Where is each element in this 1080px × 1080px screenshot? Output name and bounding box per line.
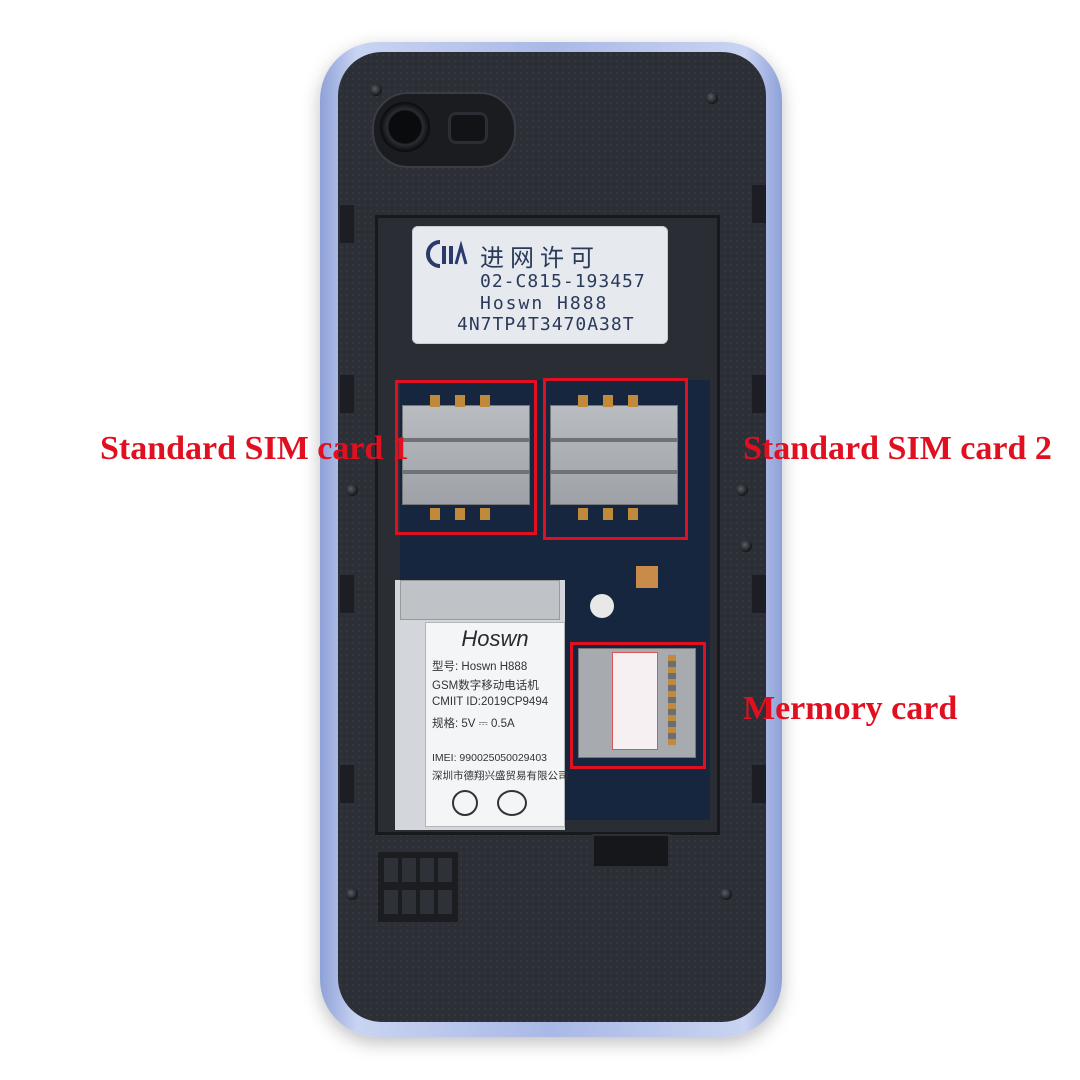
speaker-grille-icon xyxy=(378,852,458,922)
board-mounting-hole xyxy=(590,594,614,618)
cnta-logo-icon xyxy=(426,240,468,268)
sim-contact-pin xyxy=(578,395,588,407)
sim2-highlight-box xyxy=(543,378,688,540)
sim-slot-1 xyxy=(402,405,530,505)
frame-rib xyxy=(340,575,354,613)
module-label xyxy=(425,622,565,827)
screw xyxy=(346,888,358,900)
network-label-code: 02-C815-193457 xyxy=(480,271,646,292)
sim2-label: Standard SIM card 2 xyxy=(743,430,1052,467)
certification-logo-icon xyxy=(452,790,478,816)
module-line-imei: IMEI: 990025050029403 xyxy=(432,752,548,764)
network-label-title: 进网许可 xyxy=(480,244,600,272)
frame-rib xyxy=(752,765,766,803)
frame-rib xyxy=(752,185,766,223)
network-access-label xyxy=(412,226,668,344)
network-label-serial: 4N7TP4T3470A38T xyxy=(457,314,635,335)
sim-contact-pin xyxy=(455,508,465,520)
screw xyxy=(740,540,752,552)
frame-rib xyxy=(752,375,766,413)
sim-slot-rail xyxy=(550,438,678,442)
sim-contact-pin xyxy=(628,395,638,407)
module-shield xyxy=(400,580,560,620)
network-label-model: Hoswn H888 xyxy=(480,293,609,314)
flash-window xyxy=(448,112,488,144)
sim-slot-rail xyxy=(550,470,678,474)
sim-contact-pin xyxy=(430,508,440,520)
screw xyxy=(346,484,358,496)
screw xyxy=(370,84,382,96)
battery-connector xyxy=(592,834,670,868)
sim1-highlight-box xyxy=(395,380,537,535)
sim1-label: Standard SIM card 1 xyxy=(100,430,409,467)
sim-slot-2 xyxy=(550,405,678,505)
memory-highlight-box xyxy=(570,642,706,769)
ccc-logo-icon xyxy=(497,790,527,816)
sim-contact-pin xyxy=(455,395,465,407)
sim-contact-pin xyxy=(578,508,588,520)
board-chip xyxy=(636,566,658,588)
module-line-cmiit: CMIIT ID:2019CP9494 xyxy=(432,696,549,708)
sim-contact-pin xyxy=(603,395,613,407)
screw xyxy=(736,484,748,496)
sim-contact-pin xyxy=(430,395,440,407)
frame-rib xyxy=(752,575,766,613)
frame-rib xyxy=(340,765,354,803)
module-line-model: 型号: Hoswn H888 xyxy=(432,661,528,673)
screw xyxy=(720,888,732,900)
sim-contact-pin xyxy=(628,508,638,520)
sim-contact-pin xyxy=(603,508,613,520)
module-line-type: GSM数字移动电话机 xyxy=(432,680,539,692)
sim-contact-pin xyxy=(480,395,490,407)
sim-slot-rail xyxy=(402,470,530,474)
module-line-spec: 规格: 5V ⎓ 0.5A xyxy=(432,718,515,730)
sim-slot-rail xyxy=(402,438,530,442)
memory-slot-contacts xyxy=(668,655,676,745)
frame-rib xyxy=(340,375,354,413)
camera-lens xyxy=(380,102,430,152)
module-brand: Hoswn xyxy=(461,626,529,651)
memory-slot-sticker xyxy=(612,652,658,750)
module-line-company: 深圳市德翔兴盛贸易有限公司 xyxy=(432,770,569,782)
sim-contact-pin xyxy=(480,508,490,520)
memory-label: Mermory card xyxy=(743,690,958,727)
screw xyxy=(706,92,718,104)
frame-rib xyxy=(340,205,354,243)
